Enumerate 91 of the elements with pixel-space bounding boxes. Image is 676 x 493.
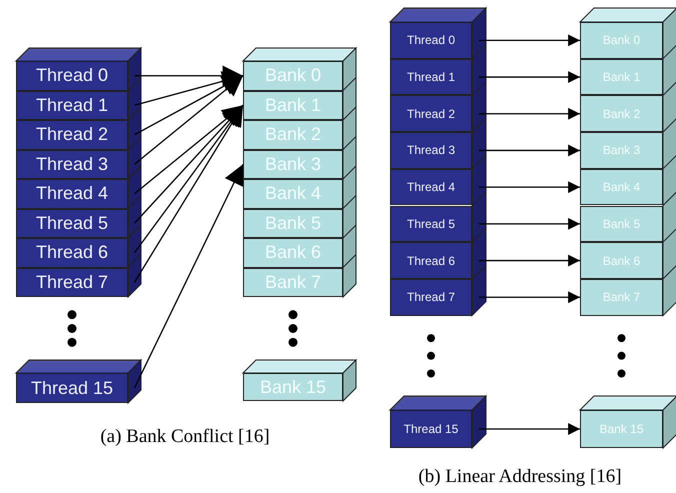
memory-bank-block <box>243 238 343 268</box>
block-label: Bank 0 <box>602 33 640 48</box>
memory-bank-block <box>580 58 663 96</box>
thread-block <box>16 90 128 120</box>
block-label: Thread 5 <box>406 216 456 231</box>
memory-bank-block <box>243 120 343 150</box>
figure-caption: (a) Bank Conflict [16] <box>100 426 270 448</box>
memory-bank-block <box>580 132 663 169</box>
arrow <box>134 71 244 106</box>
block-label: Thread 7 <box>406 290 456 304</box>
block-label: Bank 2 <box>264 124 322 146</box>
thread-block <box>16 238 128 268</box>
block-label: Thread 2 <box>36 124 108 146</box>
block-label: Thread 7 <box>36 272 108 293</box>
block-label: Thread 1 <box>406 70 456 84</box>
block-label: Thread 3 <box>36 154 108 175</box>
memory-bank-block <box>243 90 343 120</box>
block-label: Thread 6 <box>406 254 456 268</box>
thread-block <box>390 22 472 59</box>
arrow <box>134 104 244 254</box>
memory-bank-block <box>580 410 663 448</box>
memory-bank-block <box>243 179 343 208</box>
block-label: Thread 6 <box>36 242 108 264</box>
arrow <box>479 144 580 156</box>
block-label: Bank 7 <box>264 272 322 293</box>
block-label: Thread 1 <box>36 94 108 116</box>
thread-block <box>390 206 472 242</box>
thread-block <box>390 95 472 132</box>
memory-bank-block <box>580 242 663 279</box>
block-label: Bank 4 <box>602 180 640 194</box>
block-label: Bank 2 <box>602 106 640 121</box>
arrow <box>134 104 244 224</box>
block-label: Thread 5 <box>36 212 108 234</box>
arrow <box>479 71 580 83</box>
memory-bank-block <box>580 22 663 59</box>
block-label: Bank 6 <box>602 254 640 268</box>
memory-bank-block <box>243 268 343 297</box>
arrow <box>479 108 580 120</box>
block-label: Thread 15 <box>30 378 114 398</box>
arrow <box>134 104 244 194</box>
block-label: Bank 5 <box>602 216 640 231</box>
block-label: Bank 1 <box>602 70 640 84</box>
memory-bank-block <box>580 95 663 132</box>
thread-block <box>16 179 128 208</box>
block-label: Bank 5 <box>264 212 322 234</box>
block-label: Bank 0 <box>264 65 322 86</box>
thread-block <box>16 150 128 179</box>
arrow <box>134 75 244 136</box>
arrow <box>134 66 243 86</box>
thread-block <box>390 410 472 448</box>
figure-caption: (b) Linear Addressing [16] <box>418 466 622 488</box>
memory-bank-block <box>580 278 663 316</box>
block-label: Bank 1 <box>264 94 322 116</box>
block-label: Thread 4 <box>406 180 456 194</box>
thread-block <box>16 208 128 238</box>
thread-block <box>390 58 472 96</box>
block-label: Bank 15 <box>599 422 644 436</box>
block-label: Thread 3 <box>406 143 456 158</box>
memory-bank-block <box>243 150 343 179</box>
thread-block <box>390 168 472 206</box>
block-label: Thread 4 <box>36 183 108 204</box>
memory-bank-block <box>580 206 663 242</box>
memory-bank-block <box>243 61 343 90</box>
block-label: Thread 0 <box>406 33 456 48</box>
arrow <box>479 34 580 46</box>
thread-block <box>390 278 472 316</box>
thread-block <box>390 132 472 169</box>
thread-block <box>16 268 128 297</box>
block-label: Bank 15 <box>260 376 326 398</box>
block-label: Thread 2 <box>406 106 456 121</box>
arrow <box>134 104 244 283</box>
arrow <box>479 181 580 194</box>
thread-block <box>16 61 128 90</box>
arrow <box>479 254 580 266</box>
thread-block <box>390 242 472 279</box>
block-label: Thread 15 <box>404 422 458 436</box>
thread-block <box>16 120 128 150</box>
block-label: Bank 3 <box>602 143 640 158</box>
arrow <box>479 423 580 435</box>
arrow <box>479 218 580 230</box>
thread-block <box>16 373 128 403</box>
block-label: Bank 7 <box>602 290 640 304</box>
block-label: Bank 3 <box>264 154 322 175</box>
block-label: Thread 0 <box>36 65 108 86</box>
block-label: Bank 4 <box>264 183 322 204</box>
block-label: Bank 6 <box>264 242 322 264</box>
memory-bank-block <box>580 168 663 206</box>
arrow <box>479 291 580 304</box>
memory-bank-block <box>243 373 343 401</box>
memory-bank-block <box>243 208 343 238</box>
arrow <box>134 75 244 165</box>
